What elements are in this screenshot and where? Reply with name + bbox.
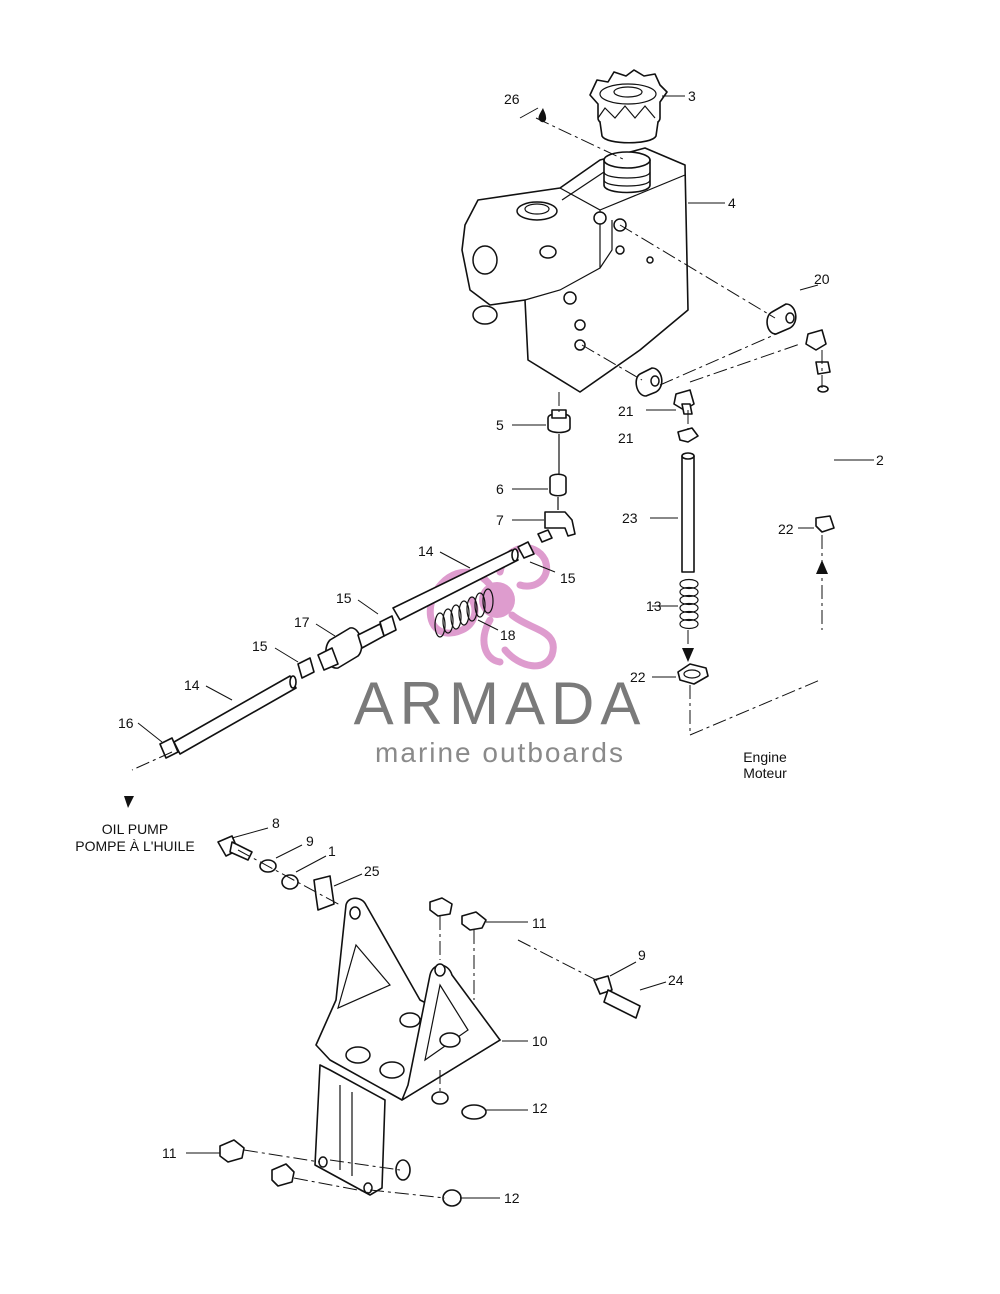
oil-tank xyxy=(461,147,689,393)
callout-1: 1 xyxy=(328,843,336,859)
note-moteur: Moteur xyxy=(743,765,787,781)
callout-11-b: 11 xyxy=(162,1145,177,1161)
callout-12-a: 12 xyxy=(532,1100,548,1116)
callout-labels: 3 26 4 20 5 21 21 2 6 7 23 22 14 15 15 1… xyxy=(118,88,884,1206)
fuel-line xyxy=(159,541,535,759)
note-pompe-huile: POMPE À L'HUILE xyxy=(75,838,194,854)
callout-24: 24 xyxy=(668,972,684,988)
arrow-up-icon xyxy=(816,560,828,574)
brand-name: ARMADA xyxy=(354,670,647,737)
callout-14-b: 14 xyxy=(184,677,200,693)
callout-15-c: 15 xyxy=(252,638,268,654)
callout-25: 25 xyxy=(364,863,380,879)
armada-logo: ARMADA marine outboards xyxy=(354,544,647,768)
callout-16: 16 xyxy=(118,715,134,731)
mounting-bracket xyxy=(314,897,501,1196)
callout-15-a: 15 xyxy=(560,570,576,586)
arrow-down-icon xyxy=(682,648,694,662)
callout-6: 6 xyxy=(496,481,504,497)
tank-cap xyxy=(589,69,668,144)
callout-14-a: 14 xyxy=(418,543,434,559)
callout-22: 22 xyxy=(630,669,646,685)
callout-21-b: 22 xyxy=(778,521,794,537)
callout-7: 7 xyxy=(496,512,504,528)
callout-26: 26 xyxy=(504,91,520,107)
oil-drop-icon xyxy=(538,108,547,123)
callout-21-a: 21 xyxy=(618,430,634,446)
callout-9-b: 9 xyxy=(638,947,646,963)
vent-tube xyxy=(677,452,709,685)
notes: Engine Moteur OIL PUMP POMPE À L'HUILE xyxy=(75,749,787,854)
brand-tagline: marine outboards xyxy=(375,737,625,768)
callout-2: 2 xyxy=(876,452,884,468)
callout-5: 5 xyxy=(496,417,504,433)
callout-10: 10 xyxy=(532,1033,548,1049)
callout-17: 17 xyxy=(294,614,310,630)
assembly-lines xyxy=(131,117,823,1199)
hardware xyxy=(217,835,641,1207)
callout-8: 8 xyxy=(272,815,280,831)
callout-13: 13 xyxy=(646,598,662,614)
callout-4: 4 xyxy=(728,195,736,211)
outlet-fitting xyxy=(537,409,576,543)
note-oil-pump: OIL PUMP xyxy=(102,821,168,837)
callout-20: 21 xyxy=(618,403,634,419)
callout-9-a: 9 xyxy=(306,833,314,849)
callout-15-b: 15 xyxy=(336,590,352,606)
callout-11-a: 11 xyxy=(532,915,547,931)
callout-12-b: 12 xyxy=(504,1190,520,1206)
callout-3: 3 xyxy=(688,88,696,104)
callout-18: 18 xyxy=(500,627,516,643)
note-engine: Engine xyxy=(743,749,787,765)
callout-19: 20 xyxy=(814,271,830,287)
leader-lines xyxy=(137,95,874,1199)
callout-23: 23 xyxy=(622,510,638,526)
grommets xyxy=(635,303,835,533)
arrow-down-left-icon xyxy=(124,796,134,808)
